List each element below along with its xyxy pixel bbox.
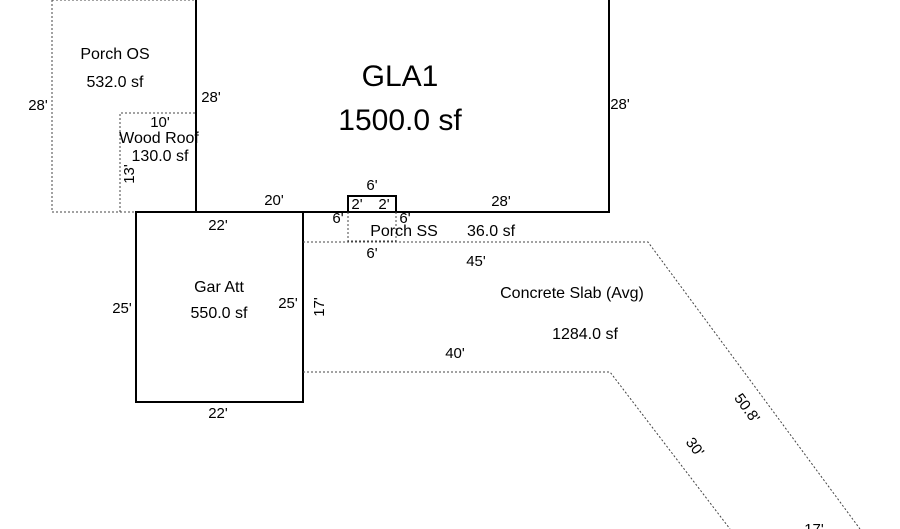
dim-garage-right: 25' — [278, 295, 298, 312]
dim-slab-diag-inner: 30' — [682, 434, 707, 460]
porch-os-area: 532.0 sf — [87, 74, 144, 91]
dim-slab-bottom: 17' — [804, 521, 824, 529]
concrete-slab-name: Concrete Slab (Avg) — [500, 285, 644, 302]
dim-porch-ss-bottom: 6' — [366, 245, 377, 262]
garage-outline — [135, 211, 304, 403]
porch-os-name: Porch OS — [80, 46, 149, 63]
dim-gla-left: 28' — [201, 89, 221, 106]
dim-porch-os-left: 28' — [28, 97, 48, 114]
porch-ss-top-block — [347, 195, 397, 213]
wood-roof-area: 130.0 sf — [132, 148, 189, 165]
dim-gla-bottom-left: 20' — [264, 192, 284, 209]
gla1-area: 1500.0 sf — [338, 104, 462, 137]
dim-wood-roof-side: 13' — [121, 164, 138, 184]
dim-slab-middle: 40' — [445, 345, 465, 362]
gla1-name: GLA1 — [362, 60, 439, 93]
dim-slab-top: 45' — [466, 253, 486, 270]
porch-ss-outline — [347, 212, 397, 242]
dim-garage-top: 22' — [208, 217, 228, 234]
wood-roof-name: Wood Roof — [119, 130, 199, 147]
dim-porch-ss-top: 6' — [366, 177, 377, 194]
dim-porch-ss-right: 6' — [399, 210, 410, 227]
dim-garage-left: 25' — [112, 300, 132, 317]
dim-gla-bottom-right: 28' — [491, 193, 511, 210]
garage-name: Gar Att — [194, 279, 244, 296]
garage-area: 550.0 sf — [191, 305, 248, 322]
dim-garage-bottom: 22' — [208, 405, 228, 422]
wood-roof-outline — [119, 112, 196, 212]
dim-wood-roof-top: 10' — [150, 114, 170, 131]
porch-ss-area: 36.0 sf — [467, 223, 516, 240]
dim-porch-ss-left: 6' — [332, 210, 343, 227]
dim-slab-diag-outer: 50.8' — [730, 390, 763, 426]
dim-slab-left: 17' — [311, 297, 328, 317]
concrete-slab-outline — [303, 241, 861, 529]
dim-porch-ss-inner-right: 2' — [378, 196, 389, 213]
concrete-slab-area: 1284.0 sf — [552, 326, 618, 343]
porch-ss-name: Porch SS — [370, 223, 438, 240]
dim-porch-ss-inner-left: 2' — [351, 196, 362, 213]
dim-gla-right: 28' — [610, 96, 630, 113]
